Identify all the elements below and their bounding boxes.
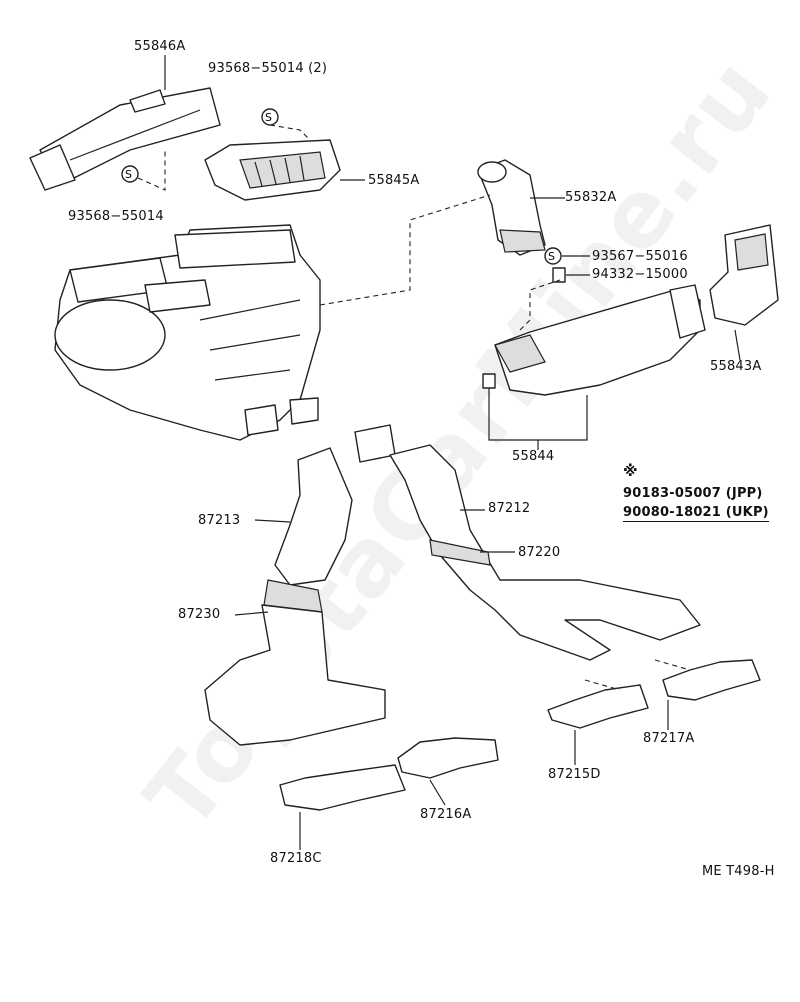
duct-87217A [662, 659, 761, 701]
note-symbol: ※ [623, 462, 638, 480]
label-55846A: 55846A [134, 39, 186, 54]
duct-55844 [494, 284, 706, 396]
duct-55846A [29, 87, 221, 191]
elbow-55832A [477, 159, 546, 256]
duct-87215D [547, 684, 649, 729]
duct-87218C [279, 764, 406, 811]
leader-lines [137, 55, 741, 850]
label-55832A: 55832A [565, 190, 617, 205]
duct-87212-87220 [354, 424, 701, 661]
heater-unit [54, 224, 321, 441]
label-55845A: 55845A [368, 173, 420, 188]
duct-87216A [397, 737, 499, 779]
label-87230: 87230 [178, 607, 221, 622]
label-87216A: 87216A [420, 807, 472, 822]
label-87215D: 87215D [548, 767, 601, 782]
label-93568-55014: 93568−55014 [68, 209, 164, 224]
label-94332-15000: 94332−15000 [592, 267, 688, 282]
label-87218C: 87218C [270, 851, 322, 866]
register-55845A [204, 139, 341, 201]
label-93567-55016: 93567−55016 [592, 249, 688, 264]
label-87212: 87212 [488, 501, 531, 516]
label-87217A: 87217A [643, 731, 695, 746]
screw-symbol: S [548, 250, 555, 263]
label-55844: 55844 [512, 449, 555, 464]
screw-symbol: S [125, 168, 132, 181]
note-line-ukp: 90080-18021 (UKP) [623, 505, 769, 522]
figure-code: ME T498-H [702, 864, 775, 879]
duct-87213-87230 [204, 447, 386, 746]
label-87220: 87220 [518, 545, 561, 560]
note-line-jpp: 90183-05007 (JPP) [623, 486, 763, 501]
label-87213: 87213 [198, 513, 241, 528]
label-55843A: 55843A [710, 359, 762, 374]
fasteners: S S S [121, 108, 566, 389]
label-93568-55014-2: 93568−55014 (2) [208, 61, 328, 76]
duct-55843A [709, 224, 779, 326]
screw-symbol: S [265, 111, 272, 124]
